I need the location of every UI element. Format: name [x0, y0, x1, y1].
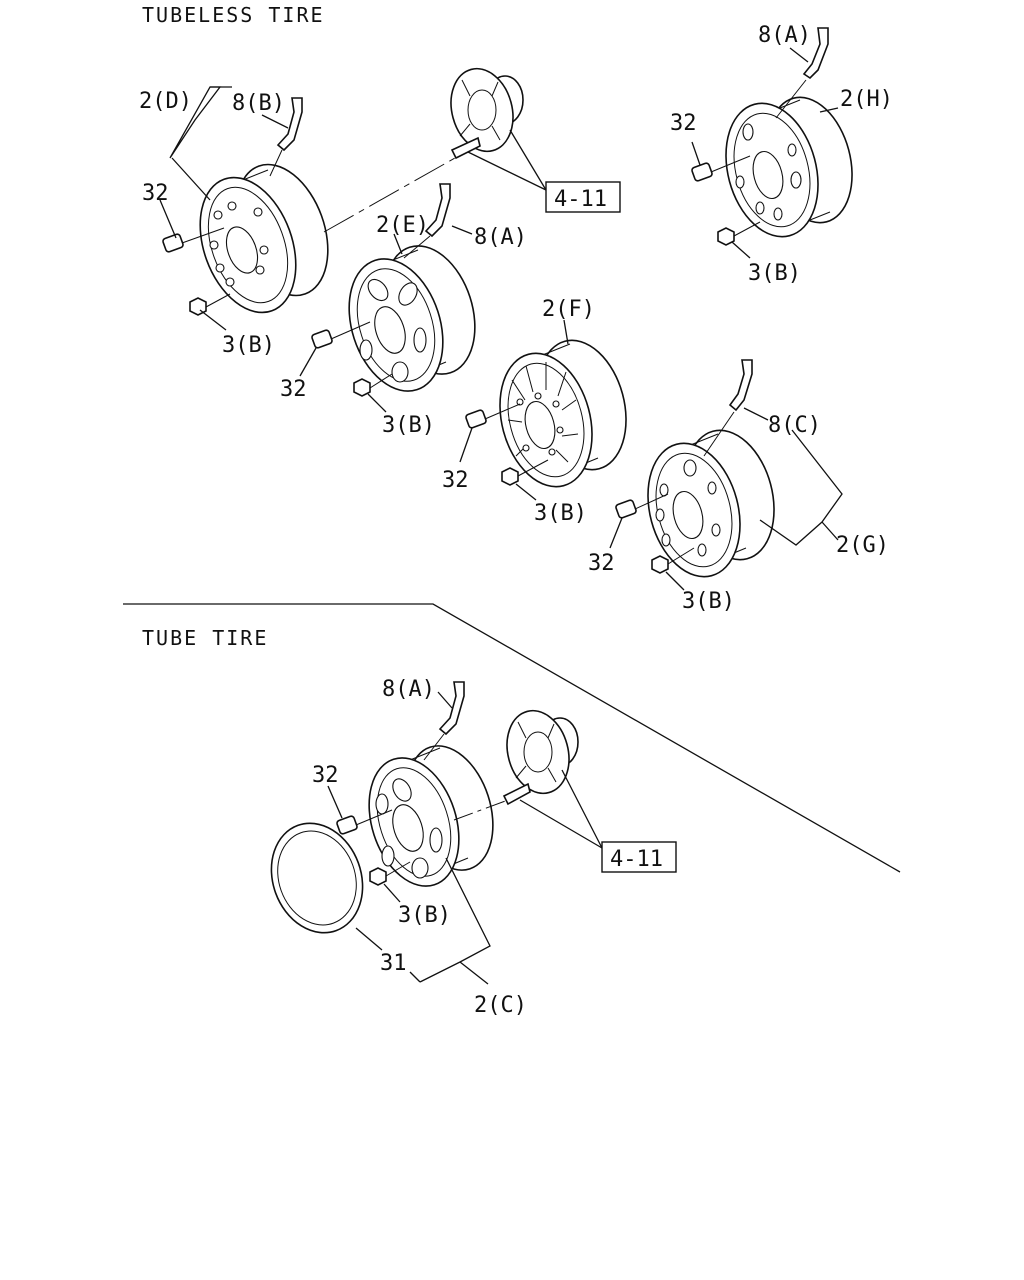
section-title-tubeless: TUBELESS TIRE	[142, 3, 325, 27]
nut-3b-c	[369, 867, 387, 886]
label-2g: 2(G)	[836, 533, 889, 558]
wheel-2g	[647, 429, 775, 578]
stud-32-h	[691, 162, 713, 182]
label-2e: 2(E)	[376, 213, 429, 238]
valve-8a-c	[438, 681, 465, 736]
valve-8a-e	[424, 183, 451, 238]
label-8a-h: 8(A)	[758, 23, 811, 48]
label-31: 31	[380, 951, 407, 976]
ref-box-4-11-top[interactable]	[545, 181, 621, 213]
valve-8b	[276, 97, 303, 152]
section-divider	[123, 603, 901, 873]
wheel-2h	[725, 96, 853, 238]
stud-32-e	[311, 329, 333, 349]
label-8a-e: 8(A)	[474, 225, 527, 250]
nut-3b-e	[353, 378, 371, 397]
label-32-c: 32	[312, 763, 339, 788]
stud-32-f	[465, 409, 487, 429]
label-8a-c: 8(A)	[382, 677, 435, 702]
nut-3b-h	[717, 227, 735, 246]
stud-32-d	[162, 233, 184, 253]
stud-32-c	[336, 815, 358, 835]
hub-assembly-top	[450, 67, 524, 160]
ref-label-4-11-bottom[interactable]: 4-11	[610, 847, 663, 872]
label-3b-g: 3(B)	[682, 589, 735, 614]
label-3b-d: 3(B)	[222, 333, 275, 358]
label-2d: 2(D)	[139, 89, 192, 114]
label-2h: 2(H)	[840, 87, 893, 112]
side-ring-31	[270, 822, 364, 934]
leader-2c	[419, 857, 491, 983]
label-3b-c: 3(B)	[398, 903, 451, 928]
ref-box-4-11-bottom[interactable]	[601, 841, 677, 873]
hub-assembly-bottom	[502, 709, 579, 806]
wheel-2f	[499, 339, 627, 488]
label-2f: 2(F)	[542, 297, 595, 322]
label-32-g: 32	[588, 551, 615, 576]
nut-3b-g	[651, 555, 669, 574]
valve-8a-h	[802, 27, 829, 80]
label-32-h: 32	[670, 111, 697, 136]
section-title-tube: TUBE TIRE	[142, 626, 268, 650]
stud-32-g	[615, 499, 637, 519]
label-32-e: 32	[280, 377, 307, 402]
label-3b-f: 3(B)	[534, 501, 587, 526]
wheel-2e	[348, 245, 476, 392]
label-3b-h: 3(B)	[748, 261, 801, 286]
label-8b: 8(B)	[232, 91, 285, 116]
label-3b-e: 3(B)	[382, 413, 435, 438]
label-2c: 2(C)	[474, 993, 527, 1018]
label-32-f: 32	[442, 468, 469, 493]
nut-3b-f	[501, 467, 519, 486]
label-8c: 8(C)	[768, 413, 821, 438]
label-32-d: 32	[142, 181, 169, 206]
ref-label-4-11-top[interactable]: 4-11	[554, 187, 607, 212]
valve-8c	[728, 359, 753, 412]
wheel-2c	[368, 745, 494, 887]
wheel-2d	[199, 163, 329, 314]
